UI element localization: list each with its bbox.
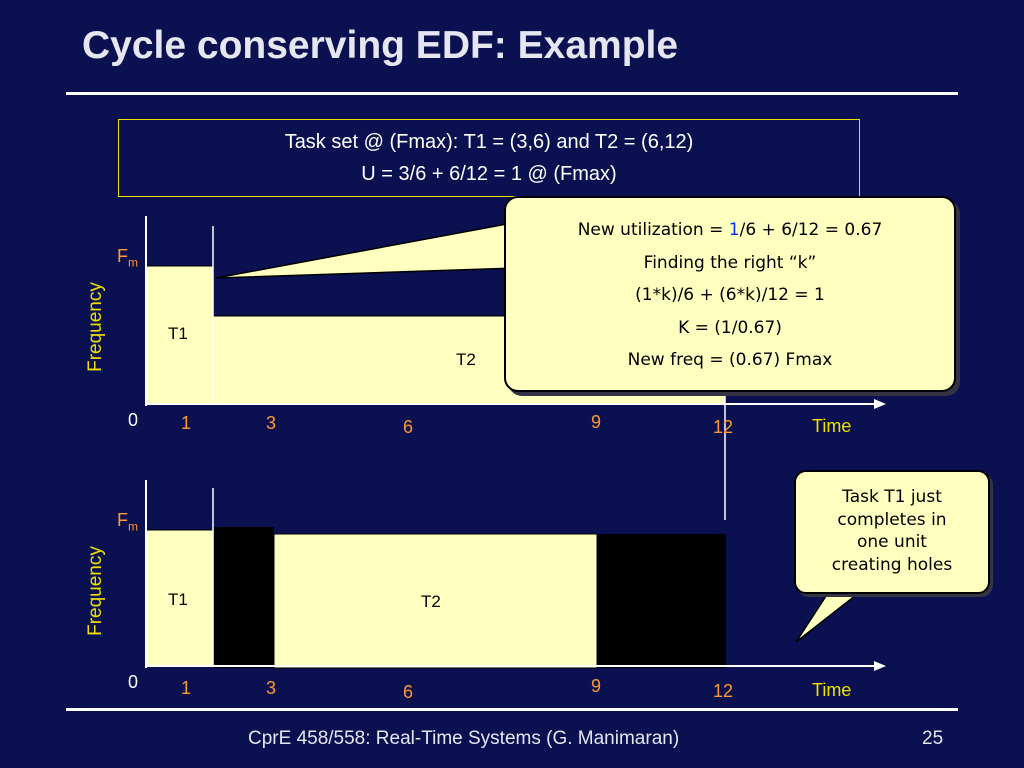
top-fm-label: Fm bbox=[117, 246, 138, 270]
bottom-t1-label: T1 bbox=[168, 590, 188, 609]
bottom-t2-block bbox=[273, 533, 598, 669]
callout-line-2: Finding the right “k” bbox=[643, 252, 817, 273]
utilization-callout: New utilization = 1/6 + 6/12 = 0.67 Find… bbox=[504, 196, 956, 392]
callout-line-4: K = (1/0.67) bbox=[678, 317, 782, 338]
callout-line-1: New utilization = 1/6 + 6/12 = 0.67 bbox=[577, 220, 883, 240]
top-origin-label: 0 bbox=[128, 410, 139, 430]
taskset-line-1: Task set @ (Fmax): T1 = (3,6) and T2 = (… bbox=[284, 131, 694, 153]
holes-line-2: completes in bbox=[837, 509, 947, 530]
top-tick-3: 3 bbox=[266, 413, 277, 433]
top-t1-label: T1 bbox=[168, 324, 188, 343]
slide-title: Cycle conserving EDF: Example bbox=[82, 24, 679, 67]
callout-bottom-pointer bbox=[795, 589, 863, 643]
bottom-tick-1: 1 bbox=[181, 678, 192, 698]
bottom-tick-3: 3 bbox=[266, 678, 277, 698]
bottom-tick-9: 9 bbox=[591, 676, 602, 696]
bottom-tick-12: 12 bbox=[713, 681, 734, 701]
bottom-fm-label: Fm bbox=[117, 510, 138, 534]
callout-line-3: (1*k)/6 + (6*k)/12 = 1 bbox=[635, 285, 825, 305]
top-x-axis-label: Time bbox=[812, 416, 852, 436]
title-divider bbox=[66, 92, 958, 95]
page-number: 25 bbox=[922, 728, 944, 749]
bottom-y-axis-label: Frequency bbox=[85, 546, 106, 636]
bottom-t1-block bbox=[145, 529, 214, 667]
holes-line-3: one unit bbox=[857, 532, 927, 552]
taskset-box: Task set @ (Fmax): T1 = (3,6) and T2 = (… bbox=[118, 119, 860, 197]
footer-divider bbox=[66, 708, 958, 711]
callout-line-5: New freq = (0.67) Fmax bbox=[627, 350, 833, 370]
bottom-tick-6: 6 bbox=[403, 682, 414, 702]
footer-text: CprE 458/558: Real-Time Systems (G. Mani… bbox=[248, 728, 680, 749]
top-tick-9: 9 bbox=[591, 412, 602, 432]
top-tick-1: 1 bbox=[181, 413, 192, 433]
bottom-origin-label: 0 bbox=[128, 672, 139, 692]
bottom-x-axis-label: Time bbox=[812, 680, 852, 700]
hole-block-1 bbox=[214, 527, 274, 668]
bottom-x-axis-arrow bbox=[874, 661, 886, 671]
top-tick-12: 12 bbox=[713, 417, 734, 437]
top-y-axis-label: Frequency bbox=[85, 282, 106, 372]
hole-block-2 bbox=[597, 534, 726, 668]
top-x-axis-arrow bbox=[874, 399, 886, 409]
highlight-value: 1 bbox=[728, 220, 740, 240]
holes-line-1: Task T1 just bbox=[842, 487, 942, 507]
callout-top-pointer bbox=[215, 221, 519, 279]
bottom-schedule bbox=[145, 480, 886, 671]
taskset-line-2: U = 3/6 + 6/12 = 1 @ (Fmax) bbox=[361, 163, 617, 185]
holes-callout: Task T1 just completes in one unit creat… bbox=[794, 470, 990, 594]
top-t2-label: T2 bbox=[456, 350, 476, 369]
bottom-t2-label: T2 bbox=[421, 592, 441, 611]
top-tick-6: 6 bbox=[403, 417, 414, 437]
holes-line-4: creating holes bbox=[831, 554, 953, 575]
